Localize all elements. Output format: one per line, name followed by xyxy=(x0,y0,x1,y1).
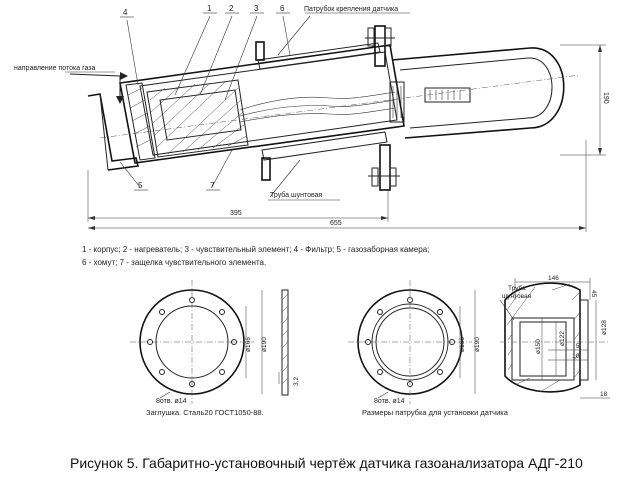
flange-d190: ø190 xyxy=(474,337,481,352)
flow-label: направление потока газа xyxy=(14,65,96,72)
side-pipe-label-2: шунтовая xyxy=(502,293,532,300)
mount-pipe-top xyxy=(257,42,381,70)
side-hatch xyxy=(506,283,581,393)
side-pipe-label-1: Труба xyxy=(508,284,526,292)
heater-block xyxy=(146,79,249,158)
dim-190: 190 xyxy=(602,92,609,104)
flange-top-left xyxy=(255,41,265,61)
part-number-6: 6 xyxy=(280,4,285,13)
plug-view xyxy=(130,280,289,404)
shunt-label: Труба шунтовая xyxy=(270,191,322,199)
filter-hatch xyxy=(127,87,153,148)
shunt-loop-outer xyxy=(391,47,565,139)
side-d150: ø150 xyxy=(535,339,542,354)
plug-thickness: 3,2 xyxy=(293,377,300,386)
flange-view xyxy=(348,280,476,404)
filter xyxy=(125,82,156,161)
plug-caption: Заглушка. Сталь20 ГОСТ1050-88. xyxy=(146,408,264,417)
part-number-5: 5 xyxy=(138,181,143,190)
assembly-view xyxy=(65,12,606,232)
part-number-1: 1 xyxy=(207,4,212,13)
gas-chamber xyxy=(87,93,139,171)
legend-line-2: 6 - хомут; 7 - защелка чувствительного э… xyxy=(82,258,266,267)
heater-hatch xyxy=(149,81,248,155)
side-dim-45: 45 xyxy=(590,290,597,298)
plug-d166: ø166 xyxy=(245,337,252,352)
side-dim-146: 146 xyxy=(548,275,559,282)
flange-holes: 8отв. ø14 xyxy=(374,398,405,405)
part-number-7: 7 xyxy=(210,181,215,190)
dim-395: 395 xyxy=(230,210,242,217)
legend-line-1: 1 - корпус; 2 - нагреватель; 3 - чувстви… xyxy=(82,245,429,254)
shunt-loop-inner xyxy=(399,57,553,129)
side-d128: ø128 xyxy=(601,320,608,335)
flange-bottom-left xyxy=(261,157,271,181)
side-section xyxy=(499,278,610,399)
bolts xyxy=(365,27,400,187)
side-dim-18: 18 xyxy=(600,391,608,398)
sensing-element xyxy=(159,89,242,141)
side-dim-5: 5 xyxy=(576,343,580,350)
plug-d190: ø190 xyxy=(261,337,268,352)
plug-holes: 8отв. ø14 xyxy=(156,398,187,405)
connector xyxy=(389,81,405,123)
housing-body xyxy=(119,44,405,164)
wires xyxy=(239,91,396,111)
part-number-4: 4 xyxy=(123,8,128,17)
side-d122: ø122 xyxy=(559,331,566,346)
part-number-2: 2 xyxy=(229,4,234,13)
loop-sensor xyxy=(424,87,471,103)
figure-caption: Рисунок 5. Габаритно-установочный чертёж… xyxy=(70,455,583,471)
flange-bottom-right xyxy=(379,144,391,191)
pipe-label: Патрубок крепления датчика xyxy=(304,5,398,13)
dim-655: 655 xyxy=(330,220,342,227)
side-dim-10: 10 xyxy=(572,353,580,360)
part-number-3: 3 xyxy=(254,4,259,13)
mount-pipe-bottom xyxy=(261,131,388,161)
flange-d166: ø166 xyxy=(459,337,466,352)
flange-caption: Размеры патрубка для установки датчика xyxy=(362,408,509,417)
